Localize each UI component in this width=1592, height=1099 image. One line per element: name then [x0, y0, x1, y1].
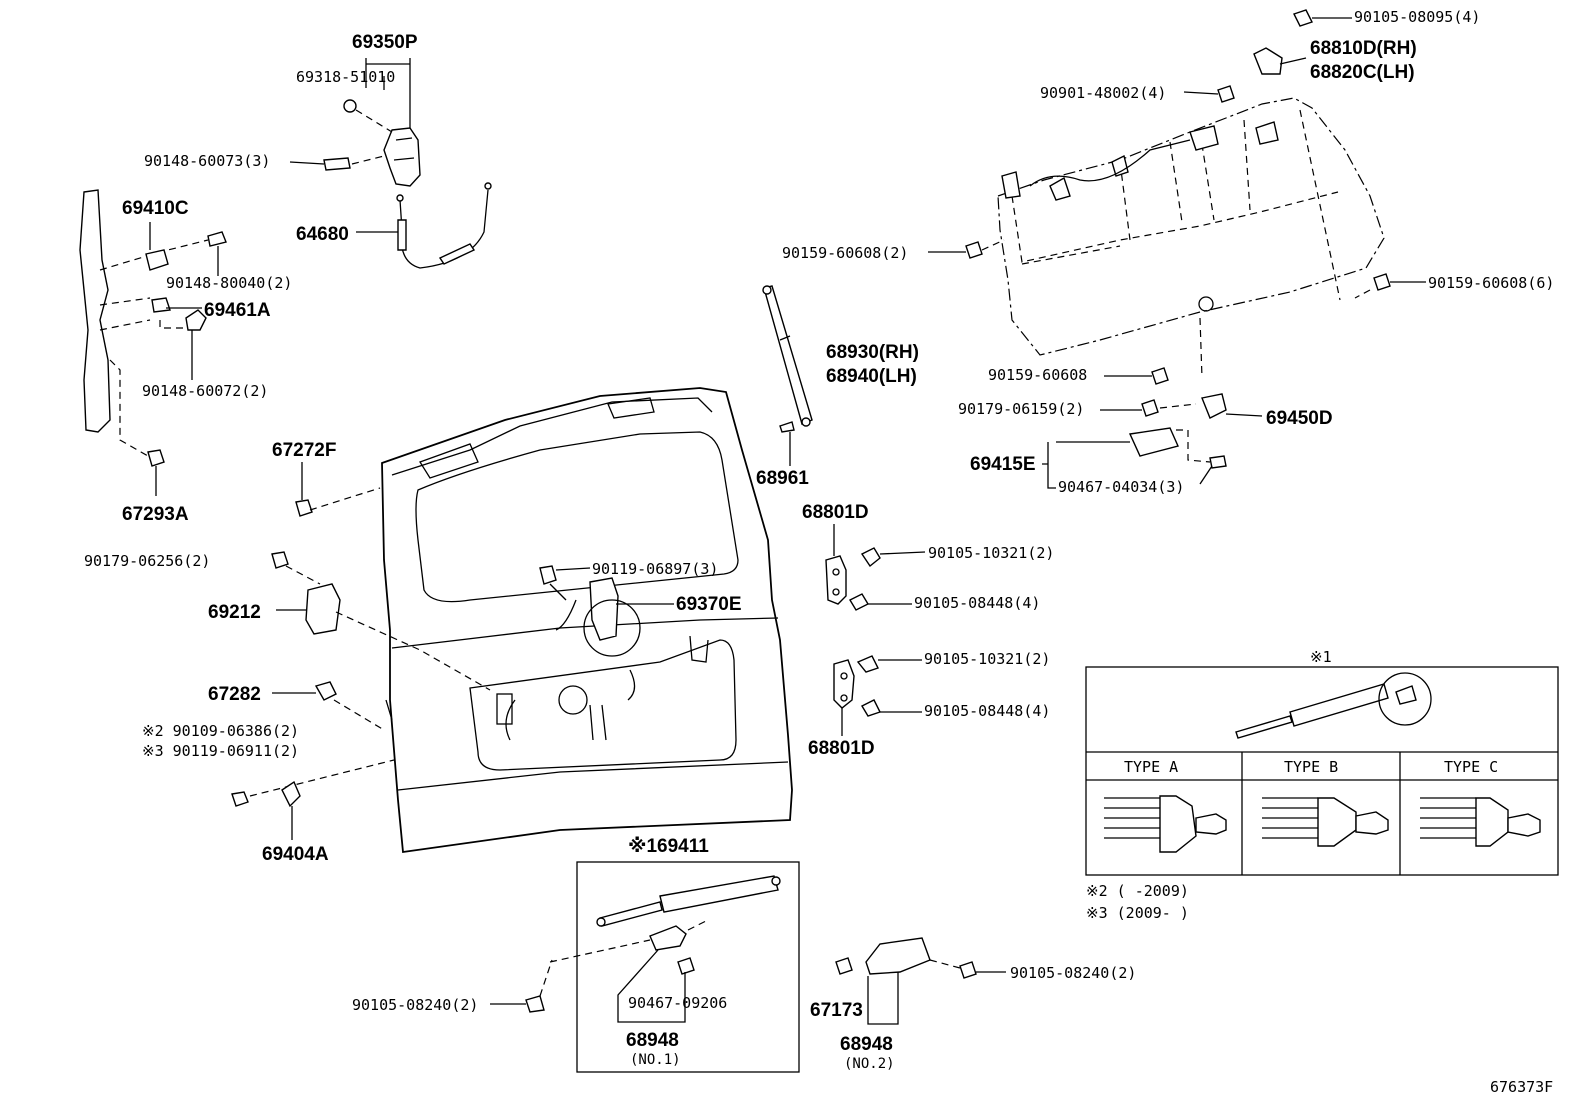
leader-lines	[149, 17, 1426, 1005]
label-68820C: 68820C(LH)	[1310, 62, 1415, 83]
label-68940: 68940(LH)	[826, 366, 917, 387]
label-69212: 69212	[208, 602, 261, 623]
strut-types-inset	[1085, 666, 1559, 876]
type-a-detail	[1104, 795, 1227, 853]
label-68961: 68961	[756, 468, 809, 489]
label-68948-no2: 68948	[840, 1034, 893, 1055]
label-90467-04034: 90467-04034(3)	[1058, 478, 1184, 496]
label-90467-09206: 90467-09206	[628, 994, 727, 1012]
latch-assembly-69350P	[323, 58, 421, 187]
type-c-label: TYPE C	[1444, 758, 1498, 776]
label-68930: 68930(RH)	[826, 342, 919, 363]
label-90148-80040: 90148-80040(2)	[166, 274, 292, 292]
label-no2: (NO.2)	[844, 1056, 895, 1072]
hinge-lower-68801D	[833, 655, 881, 717]
label-68810D: 68810D(RH)	[1310, 38, 1417, 59]
label-69415E: 69415E	[970, 454, 1036, 475]
gas-strut	[762, 285, 813, 433]
cable-64680	[396, 182, 492, 269]
label-90105-10321-a: 90105-10321(2)	[928, 544, 1054, 562]
type-c-detail	[1420, 797, 1541, 847]
label-67293A: 67293A	[122, 504, 189, 525]
label-90105-08240-b: 90105-08240(2)	[1010, 964, 1136, 982]
label-90105-08240-a: 90105-08240(2)	[352, 996, 478, 1014]
label-note2-bolt: ※2 90109-06386(2)	[142, 722, 299, 740]
label-note3-bolt: ※3 90119-06911(2)	[142, 742, 299, 760]
label-90159-60608-2: 90159-60608(2)	[782, 244, 908, 262]
label-69461A: 69461A	[204, 300, 271, 321]
label-67173: 67173	[810, 1000, 863, 1021]
label-69404A: 69404A	[262, 844, 329, 865]
label-67272F: 67272F	[272, 440, 336, 461]
label-90119-06897: 90119-06897(3)	[592, 560, 718, 578]
label-90179-06159: 90179-06159(2)	[958, 400, 1084, 418]
label-no1: (NO.1)	[630, 1052, 681, 1068]
type-a-label: TYPE A	[1124, 758, 1178, 776]
label-68948-no1: 68948	[626, 1030, 679, 1051]
label-90148-60072: 90148-60072(2)	[142, 382, 268, 400]
left-trim-striker	[79, 189, 227, 467]
type-b-detail	[1262, 797, 1389, 847]
bracket-68948-no2	[835, 937, 977, 1025]
inset-title: ※1	[1310, 648, 1332, 666]
label-69318-51010: 69318-51010	[296, 68, 395, 86]
label-69410C: 69410C	[122, 198, 189, 219]
handle-69370E	[539, 565, 641, 657]
diagram-id: 676373F	[1490, 1078, 1553, 1096]
type-b-label: TYPE B	[1284, 758, 1338, 776]
glass-hardware	[965, 9, 1391, 469]
back-door-panel	[381, 387, 793, 854]
label-67282: 67282	[208, 684, 261, 705]
strut-box-69411	[525, 861, 800, 1073]
note-2: ※2 ( -2009)	[1086, 882, 1189, 900]
label-90179-06256: 90179-06256(2)	[84, 552, 210, 570]
label-90901-48002: 90901-48002(4)	[1040, 84, 1166, 102]
note-3: ※3 (2009- )	[1086, 904, 1189, 922]
label-90148-60073: 90148-60073(3)	[144, 152, 270, 170]
label-64680: 64680	[296, 224, 349, 245]
label-90105-08448-b: 90105-08448(4)	[924, 702, 1050, 720]
label-69350P: 69350P	[352, 32, 418, 53]
label-90105-08448-a: 90105-08448(4)	[914, 594, 1040, 612]
hinge-upper-68801D	[825, 547, 881, 611]
left-side-parts	[231, 487, 491, 808]
label-69411: ※169411	[628, 836, 709, 857]
label-90159-60608: 90159-60608	[988, 366, 1087, 384]
part-labels: 69350P 69318-51010 90148-60073(3) 64680 …	[84, 8, 1554, 1096]
label-69370E: 69370E	[676, 594, 742, 615]
label-90105-10321-b: 90105-10321(2)	[924, 650, 1050, 668]
label-90159-60608-6: 90159-60608(6)	[1428, 274, 1554, 292]
label-69450D: 69450D	[1266, 408, 1333, 429]
label-68801D-lower: 68801D	[808, 738, 875, 759]
back-glass	[997, 97, 1385, 379]
label-68801D-upper: 68801D	[802, 502, 869, 523]
label-90105-08095: 90105-08095(4)	[1354, 8, 1480, 26]
